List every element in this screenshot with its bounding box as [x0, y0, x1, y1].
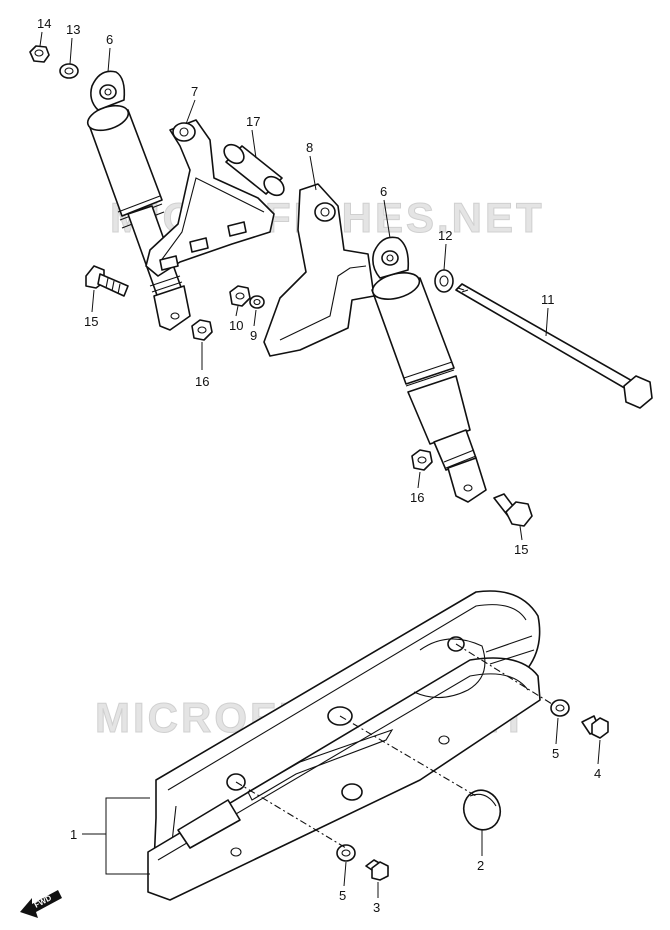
fwd-arrow-icon: FWD: [20, 890, 62, 918]
leader-6a: [107, 47, 111, 73]
screw-3[interactable]: [365, 859, 389, 881]
align-line-5-bottom: [235, 781, 347, 849]
callout-17: 17: [246, 114, 260, 129]
leader-14: [39, 31, 43, 47]
cap-2[interactable]: [458, 785, 506, 835]
callout-15b: 15: [514, 542, 528, 557]
callout-6b: 6: [380, 184, 387, 199]
callout-7: 7: [191, 84, 198, 99]
callout-11: 11: [541, 292, 555, 307]
nut-14[interactable]: [29, 45, 50, 63]
callout-2: 2: [477, 858, 484, 873]
callout-15a: 15: [84, 314, 98, 329]
shock-absorber-right[interactable]: [370, 236, 487, 503]
leader-16b: [417, 471, 421, 489]
leader-10: [235, 305, 239, 317]
leader-15a: [91, 289, 95, 313]
callout-9: 9: [250, 328, 257, 343]
callout-16a: 16: [195, 374, 209, 389]
leader-5right: [555, 717, 559, 745]
leader-7: [185, 99, 196, 125]
callout-10: 10: [229, 318, 243, 333]
leader-4: [597, 739, 601, 765]
callout-1: 1: [70, 827, 77, 842]
callout-6a: 6: [106, 32, 113, 47]
leader-13: [69, 37, 73, 65]
callout-16b: 16: [410, 490, 424, 505]
screw-4[interactable]: [581, 715, 609, 739]
washer-12[interactable]: [434, 269, 454, 293]
washer-5-bottom[interactable]: [336, 844, 356, 862]
bracket-8[interactable]: [263, 183, 375, 357]
callout-12: 12: [438, 228, 452, 243]
callout-4: 4: [594, 766, 601, 781]
washer-13[interactable]: [59, 63, 79, 79]
nut-10[interactable]: [229, 285, 251, 307]
callout-3: 3: [373, 900, 380, 915]
bolt-15-left[interactable]: [85, 265, 129, 297]
leader-6b: [383, 199, 391, 239]
leader-12: [443, 243, 447, 271]
collar-17[interactable]: [220, 141, 287, 199]
bracket-7[interactable]: [145, 119, 275, 277]
bracket-marker-1: [82, 797, 150, 875]
washer-5-right[interactable]: [550, 699, 570, 717]
callout-14: 14: [37, 16, 51, 31]
lock-washer-9[interactable]: [249, 295, 265, 309]
nut-16-right[interactable]: [411, 449, 433, 471]
chain-case-1[interactable]: [147, 590, 541, 901]
nut-16-left[interactable]: [191, 319, 213, 341]
leader-5bottom: [343, 861, 347, 887]
callout-8: 8: [306, 140, 313, 155]
align-line-5-right: [455, 643, 553, 705]
bolt-11[interactable]: [455, 283, 653, 409]
leader-15b: [519, 525, 523, 541]
leader-11: [545, 307, 549, 337]
leader-9: [253, 309, 257, 327]
align-line-2: [339, 715, 477, 797]
leader-17: [251, 129, 257, 159]
leader-8: [309, 155, 317, 191]
callout-13: 13: [66, 22, 80, 37]
callout-5-right: 5: [552, 746, 559, 761]
bolt-15-right[interactable]: [493, 493, 533, 527]
callout-5-bottom: 5: [339, 888, 346, 903]
